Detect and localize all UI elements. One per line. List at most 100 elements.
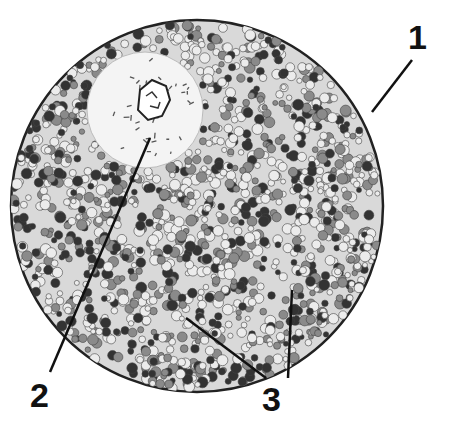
- yolk-granule: [252, 124, 263, 135]
- yolk-granule: [198, 289, 204, 295]
- yolk-granule: [67, 75, 73, 81]
- yolk-granule: [305, 64, 312, 71]
- yolk-granule: [87, 313, 98, 324]
- yolk-granule: [268, 292, 275, 299]
- yolk-granule: [181, 51, 189, 59]
- yolk-granule: [247, 333, 256, 342]
- chromatin-speck: [170, 152, 172, 154]
- yolk-granule: [293, 184, 302, 193]
- yolk-granule: [335, 160, 344, 169]
- yolk-granule: [14, 223, 22, 231]
- yolk-granule: [293, 283, 303, 293]
- yolk-granule: [122, 254, 129, 261]
- yolk-granule: [231, 116, 238, 123]
- chromatin-speck: [181, 91, 185, 93]
- yolk-granule: [177, 332, 187, 342]
- yolk-granule: [227, 163, 233, 169]
- yolk-granule: [113, 352, 122, 361]
- yolk-granule: [319, 279, 330, 290]
- yolk-granule: [43, 121, 50, 128]
- yolk-granule: [57, 311, 62, 316]
- yolk-granule: [32, 287, 41, 296]
- yolk-granule: [105, 192, 110, 197]
- yolk-granule: [73, 176, 83, 186]
- yolk-granule: [82, 119, 88, 125]
- yolk-granule: [318, 188, 323, 193]
- yolk-granule: [113, 329, 119, 335]
- yolk-granule: [312, 240, 321, 249]
- yolk-granule: [219, 61, 224, 66]
- yolk-granule: [205, 205, 211, 211]
- yolk-granule: [366, 153, 375, 162]
- yolk-granule: [135, 247, 144, 256]
- yolk-granule: [294, 121, 304, 131]
- yolk-granule: [261, 133, 269, 141]
- yolk-granule: [164, 354, 172, 362]
- yolk-granule: [204, 156, 212, 164]
- yolk-granule: [79, 129, 84, 134]
- yolk-granule: [44, 166, 54, 176]
- yolk-granule: [257, 96, 263, 102]
- yolk-granule: [309, 122, 316, 129]
- leader-line: [186, 318, 266, 378]
- yolk-granule: [169, 172, 175, 178]
- yolk-granule: [232, 165, 238, 171]
- yolk-granule: [159, 189, 169, 199]
- yolk-granule: [174, 217, 184, 227]
- yolk-granule: [219, 106, 226, 113]
- yolk-granule: [149, 297, 157, 305]
- yolk-granule: [257, 283, 264, 290]
- chromatin-speck: [121, 147, 124, 149]
- yolk-granule: [201, 336, 209, 344]
- chromatin-speck: [149, 58, 152, 61]
- yolk-granule: [298, 293, 304, 299]
- callout-number: 3: [262, 382, 281, 416]
- yolk-granule: [331, 185, 338, 192]
- yolk-granule: [248, 226, 254, 232]
- yolk-granule: [66, 144, 74, 152]
- yolk-granule: [371, 172, 378, 179]
- yolk-granule: [236, 315, 241, 320]
- yolk-granule: [146, 219, 154, 227]
- yolk-granule: [179, 301, 187, 309]
- yolk-granule: [188, 288, 198, 298]
- yolk-granule: [289, 353, 299, 363]
- yolk-granule: [215, 313, 222, 320]
- yolk-granule: [335, 220, 345, 230]
- yolk-granule: [280, 84, 288, 92]
- yolk-granule: [317, 109, 328, 120]
- yolk-granule: [144, 167, 152, 175]
- yolk-granule: [234, 227, 242, 235]
- nucleolus: [138, 80, 170, 120]
- yolk-granule: [241, 59, 249, 67]
- yolk-granule: [84, 167, 92, 175]
- yolk-granule: [260, 308, 267, 315]
- yolk-granule: [196, 26, 201, 31]
- yolk-granule: [141, 347, 150, 356]
- yolk-granule: [118, 294, 129, 305]
- yolk-granule: [140, 36, 151, 47]
- yolk-granule: [88, 334, 99, 345]
- yolk-granule: [349, 281, 355, 287]
- yolk-granule: [58, 243, 65, 250]
- yolk-granule: [61, 250, 69, 258]
- yolk-granule: [301, 88, 307, 94]
- yolk-granule: [22, 251, 32, 261]
- yolk-granule: [316, 167, 324, 175]
- yolk-granule: [331, 167, 336, 172]
- chromatin-specks: [113, 58, 194, 156]
- yolk-granule: [295, 329, 302, 336]
- yolk-granule: [254, 162, 260, 168]
- yolk-granule: [353, 181, 360, 188]
- chromatin-speck: [130, 115, 132, 121]
- yolk-granule: [189, 199, 196, 206]
- yolk-granule: [372, 241, 381, 250]
- yolk-granule: [280, 69, 288, 77]
- yolk-granule: [227, 97, 233, 103]
- yolk-granule: [265, 37, 272, 44]
- yolk-granule: [95, 216, 102, 223]
- yolk-granule: [339, 311, 348, 320]
- yolk-granule: [199, 138, 206, 145]
- yolk-granule: [260, 50, 269, 59]
- yolk-granule: [259, 216, 270, 227]
